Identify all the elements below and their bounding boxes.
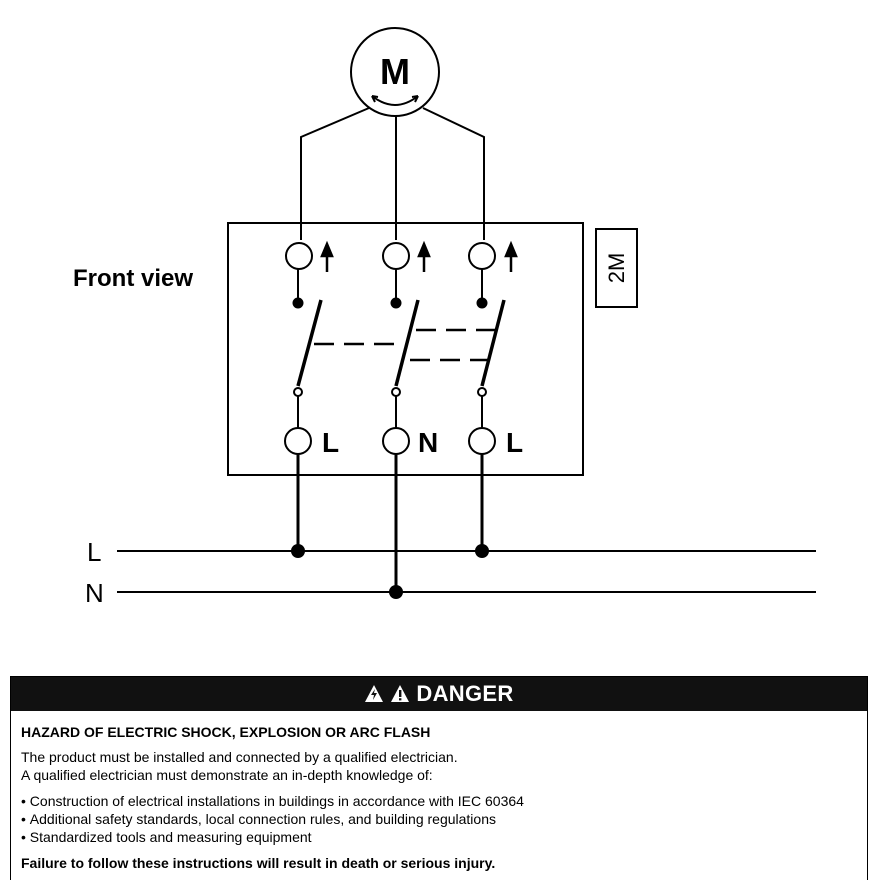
hazard-title: HAZARD OF ELECTRIC SHOCK, EXPLOSION OR A… (21, 724, 431, 740)
supply-label-l: L (87, 537, 101, 567)
danger-body: HAZARD OF ELECTRIC SHOCK, EXPLOSION OR A… (11, 711, 867, 872)
list-item: Standardized tools and measuring equipme… (21, 828, 857, 846)
module-badge-label: 2M (604, 253, 629, 284)
module-badge: 2M (595, 228, 638, 308)
mechanical-linkage (314, 328, 500, 362)
upper-terminal-1 (285, 240, 334, 272)
motor-symbol: M (350, 27, 440, 117)
terminal-label-l2: L (506, 427, 523, 458)
arrow-up-icon (504, 240, 518, 272)
warning-triangle-icon (391, 685, 410, 702)
consequence-text: Failure to follow these instructions wil… (21, 855, 496, 871)
upper-terminal-3 (468, 240, 518, 272)
supply-line-n: N (85, 578, 816, 608)
intro-line: The product must be installed and connec… (21, 749, 458, 765)
arrow-up-icon (320, 240, 334, 272)
warning-triangle-icon (365, 685, 384, 702)
supply-label-n: N (85, 578, 104, 608)
list-item: Construction of electrical installations… (21, 792, 857, 810)
arrow-up-icon (417, 240, 431, 272)
upper-terminal-2 (382, 240, 431, 272)
list-item: Additional safety standards, local conne… (21, 810, 857, 828)
supply-drops (296, 454, 484, 592)
lower-terminal-2: N (382, 427, 438, 458)
front-view-label: Front view (73, 265, 193, 292)
motor-label: M (380, 51, 410, 92)
requirements-list: Construction of electrical installations… (21, 792, 857, 846)
lower-terminal-3: L (468, 427, 523, 458)
device-outline (227, 222, 584, 476)
danger-title: DANGER (416, 681, 514, 706)
danger-header: DANGER (11, 677, 867, 711)
danger-notice: DANGER HAZARD OF ELECTRIC SHOCK, EXPLOSI… (10, 676, 868, 880)
switch-contacts (292, 269, 506, 428)
terminal-label-l1: L (322, 427, 339, 458)
terminal-label-n: N (418, 427, 438, 458)
supply-line-l: L (87, 537, 816, 567)
lower-terminal-1: L (284, 427, 339, 458)
intro-line: A qualified electrician must demonstrate… (21, 767, 433, 783)
motor-leads (300, 107, 485, 240)
wiring-diagram: M Front view 2M (73, 27, 816, 608)
rotation-arrow-icon (371, 95, 419, 106)
